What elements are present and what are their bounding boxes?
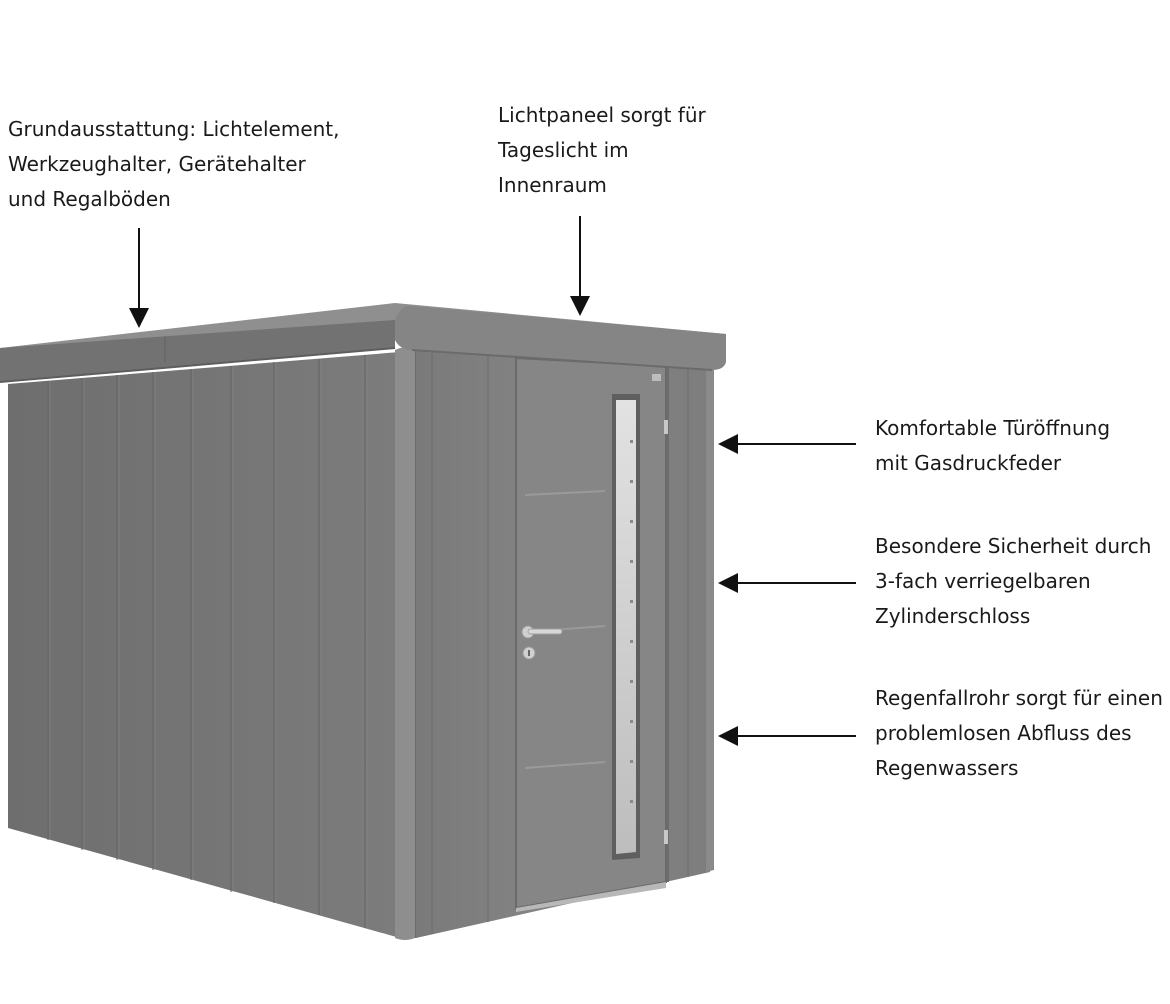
annotation-line: Grundausstattung: Lichtelement, <box>8 117 340 141</box>
annotation-line: 3-fach verriegelbaren <box>875 569 1091 593</box>
annotation-line: und Regalböden <box>8 187 171 211</box>
shed-right-post <box>706 368 714 872</box>
annotation-line: Lichtpaneel sorgt für <box>498 103 706 127</box>
hinge-bottom-icon <box>664 830 668 844</box>
annotation-line: Werkzeughalter, Gerätehalter <box>8 152 306 176</box>
annotation-line: Besondere Sicherheit durch <box>875 534 1152 558</box>
annotation-line: Tageslicht im <box>498 138 629 162</box>
shed-corner-post <box>395 347 417 940</box>
door-handle-icon <box>521 625 563 639</box>
hinge-top-icon <box>664 420 668 434</box>
annotation-line: Regenfallrohr sorgt für einen <box>875 686 1163 710</box>
door-window-strip <box>612 394 640 860</box>
annotation-line: Komfortable Türöffnung <box>875 416 1111 440</box>
annotation-line: problemlosen Abfluss des <box>875 721 1132 745</box>
annotation-arrows <box>129 216 856 746</box>
annotation-light-panel: Lichtpaneel sorgt für Tageslicht im Inne… <box>498 98 706 203</box>
annotation-equipment: Grundausstattung: Lichtelement, Werkzeug… <box>8 112 340 217</box>
cylinder-lock-icon <box>522 646 536 660</box>
annotation-line: mit Gasdruckfeder <box>875 451 1062 475</box>
annotation-door-opening: Komfortable Türöffnung mit Gasdruckfeder <box>875 411 1110 481</box>
shed-door <box>515 356 669 912</box>
shed-roof <box>0 303 726 383</box>
annotation-drainage: Regenfallrohr sorgt für einen problemlos… <box>875 681 1163 786</box>
annotation-security: Besondere Sicherheit durch 3-fach verrie… <box>875 529 1151 634</box>
shed-side-wall <box>8 352 400 938</box>
annotation-line: Innenraum <box>498 173 607 197</box>
annotation-line: Zylinderschloss <box>875 604 1031 628</box>
annotation-line: Regenwassers <box>875 756 1019 780</box>
brand-badge-icon <box>652 374 661 381</box>
